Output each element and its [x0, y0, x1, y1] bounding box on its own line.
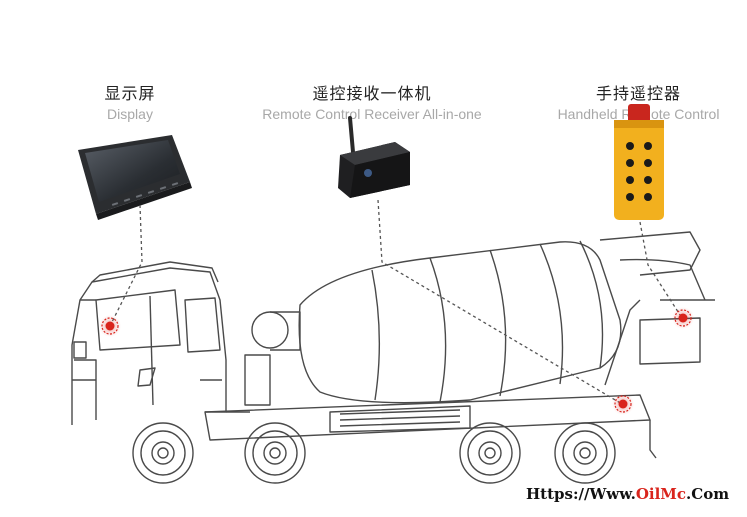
receiver-label: 遥控接收一体机 Remote Control Receiver All-in-o…: [232, 80, 512, 122]
handheld-location-marker: [672, 307, 694, 329]
display-label-cn: 显示屏: [104, 84, 156, 103]
leader-lines: [111, 199, 683, 405]
display-label-en: Display: [107, 106, 153, 122]
location-markers: [99, 307, 694, 415]
handheld-device-image: [614, 104, 664, 220]
display-label: 显示屏 Display: [70, 80, 190, 122]
watermark-brand: OilMc: [635, 485, 687, 503]
receiver-label-cn: 遥控接收一体机: [312, 84, 432, 103]
receiver-device-image: [338, 116, 410, 198]
display-device-image: [78, 135, 192, 220]
wheel-4: [554, 422, 616, 484]
receiver-leader-line: [377, 199, 623, 405]
receiver-label-en: Remote Control Receiver All-in-one: [262, 106, 482, 122]
display-location-marker: [99, 315, 121, 337]
wheel-2: [244, 422, 306, 484]
display-leader-line: [111, 204, 143, 323]
watermark-prefix: Https://Www.: [526, 485, 636, 503]
truck-wheels: [132, 422, 616, 484]
wheel-3: [459, 422, 521, 484]
handheld-label-cn: 手持遥控器: [595, 84, 681, 103]
watermark-suffix: .Com: [686, 485, 730, 503]
mixer-truck-illustration: [71, 231, 715, 459]
wheel-1: [132, 422, 194, 484]
handheld-leader-line: [639, 221, 683, 319]
receiver-location-marker: [612, 393, 634, 415]
watermark: Https://Www.OilMc.Com: [526, 485, 729, 503]
